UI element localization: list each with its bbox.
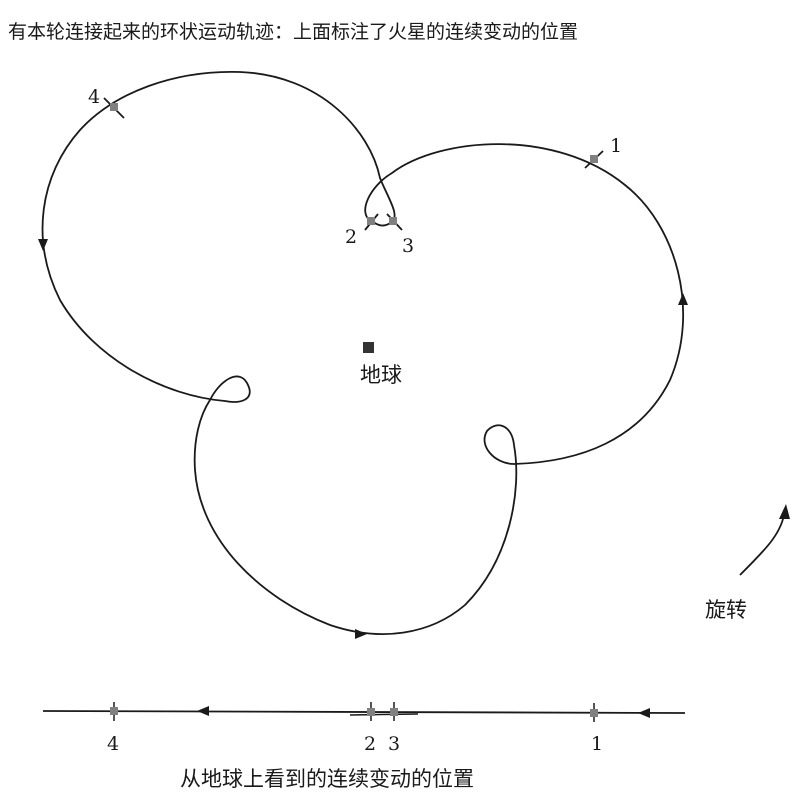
position-line-arrow-left: [197, 706, 209, 716]
rotation-arrow: [739, 514, 785, 576]
orbit-arrow-right: [678, 293, 688, 305]
line-position-tick-1: 1: [590, 703, 603, 755]
earth-label: 地球: [360, 363, 402, 387]
orbit-position-marker-3: 3: [386, 213, 414, 257]
position-line: [42, 710, 686, 714]
orbit-position-label: 4: [88, 86, 100, 108]
line-position-tick-4: 4: [107, 702, 119, 755]
epicycle-orbit-path: [41, 71, 685, 635]
earth-marker: [363, 342, 374, 353]
line-position-tick-3: 3: [388, 702, 400, 755]
line-caption: 从地球上看到的连续变动的位置: [180, 767, 474, 791]
orbit-arrow-left: [38, 239, 48, 251]
orbit-position-label: 1: [610, 135, 622, 157]
position-line-overlap: [349, 713, 419, 716]
position-line-arrow-right: [638, 708, 650, 718]
orbit-position-marker-1: 1: [584, 135, 622, 169]
orbit-position-label: 2: [345, 226, 357, 248]
rotation-arrowhead: [779, 504, 790, 519]
orbit-position-marker-4: 4: [88, 86, 125, 119]
orbit-position-label: 3: [402, 235, 414, 257]
line-position-label: 2: [364, 733, 376, 755]
line-position-label: 1: [591, 733, 603, 755]
rotation-label: 旋转: [705, 598, 747, 622]
diagram-title: 有本轮连接起来的环状运动轨迹：上面标注了火星的连续变动的位置: [8, 21, 578, 43]
orbit-arrow-bottom: [355, 629, 367, 639]
orbit-position-marker-2: 2: [345, 213, 379, 248]
line-position-label: 4: [107, 733, 119, 755]
line-position-tick-2: 2: [364, 702, 376, 755]
line-position-label: 3: [388, 733, 400, 755]
